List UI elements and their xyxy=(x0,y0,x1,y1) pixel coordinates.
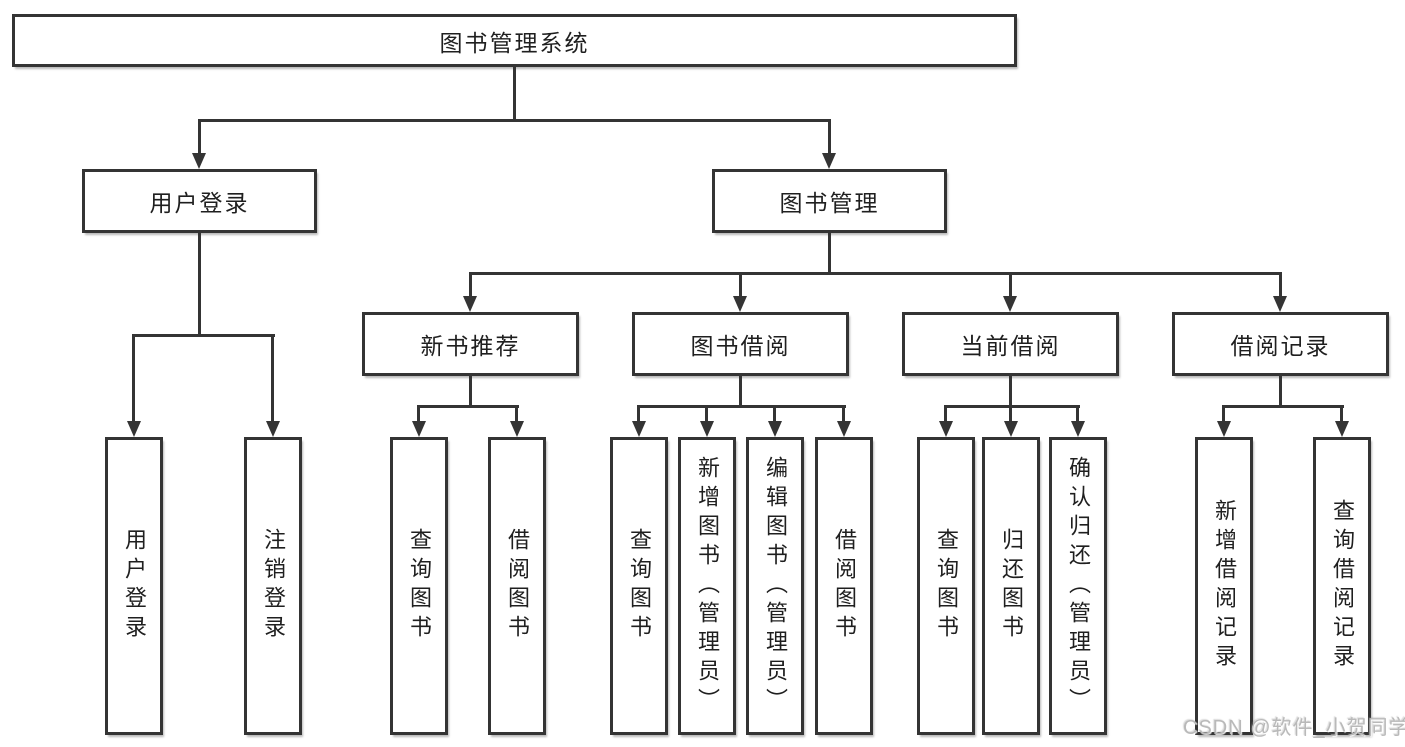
node-label: 新书推荐 xyxy=(420,333,521,359)
connector-drop-leaf xyxy=(417,405,420,423)
connector-drop-leaf xyxy=(705,405,708,423)
leaf-label: 查询图书 xyxy=(627,528,652,644)
connector-currentborrow-stem xyxy=(1009,376,1012,407)
arrowhead-book-borrow xyxy=(733,296,747,312)
connector-drop-book-borrow xyxy=(739,272,742,298)
node-label: 图书管理系统 xyxy=(439,29,590,56)
connector-borrowrecord-stem xyxy=(1279,376,1282,407)
connector-newbook-crossbar xyxy=(418,405,519,408)
node-label: 图书管理 xyxy=(779,190,880,216)
leaf-label: 新增借阅记录 xyxy=(1212,499,1237,673)
csdn-watermark: CSDN @软件_小贺同学 xyxy=(1183,717,1405,739)
arrowhead-user-login xyxy=(192,153,206,169)
connector-drop-new-book xyxy=(469,272,472,298)
arrowhead-leaf xyxy=(1071,421,1085,437)
connector-userlogin-crossbar xyxy=(133,334,275,337)
connector-drop-leaf xyxy=(515,405,518,423)
leaf-label: 确认归还（管理员） xyxy=(1066,455,1091,717)
arrowhead-leaf xyxy=(412,421,426,437)
arrowhead-borrow-record xyxy=(1273,296,1287,312)
connector-bookmgmt-stem xyxy=(828,233,831,274)
arrowhead-new-book xyxy=(463,296,477,312)
leaf-label: 查询借阅记录 xyxy=(1330,499,1355,673)
arrowhead-logout-leaf xyxy=(266,421,280,437)
leaf-label: 查询图书 xyxy=(934,528,959,644)
connector-drop-leaf xyxy=(1222,405,1225,423)
node-user-login: 用户登录 xyxy=(82,169,317,233)
leaf-user-login: 用户登录 xyxy=(105,437,163,735)
leaf-add-borrow-record: 新增借阅记录 xyxy=(1195,437,1253,735)
arrowhead-leaf xyxy=(1004,421,1018,437)
arrowhead-leaf xyxy=(1335,421,1349,437)
node-new-book-recommend: 新书推荐 xyxy=(362,312,579,376)
connector-drop-leaf xyxy=(1340,405,1343,423)
leaf-query-books: 查询图书 xyxy=(917,437,975,735)
leaf-label: 用户登录 xyxy=(122,528,147,644)
leaf-return-books: 归还图书 xyxy=(982,437,1040,735)
connector-drop-leaf xyxy=(773,405,776,423)
node-book-management: 图书管理 xyxy=(712,169,947,233)
connector-drop-user-login xyxy=(198,119,201,157)
leaf-label: 借阅图书 xyxy=(505,528,530,644)
connector-drop-leaf xyxy=(637,405,640,423)
leaf-query-borrow-record: 查询借阅记录 xyxy=(1313,437,1371,735)
leaf-label: 借阅图书 xyxy=(832,528,857,644)
connector-drop-leaf xyxy=(944,405,947,423)
arrowhead-leaf xyxy=(632,421,646,437)
connector-drop-current-borrow xyxy=(1009,272,1012,298)
arrowhead-leaf xyxy=(700,421,714,437)
leaf-borrow-books: 借阅图书 xyxy=(815,437,873,735)
arrowhead-book-management xyxy=(822,153,836,169)
connector-bookborrow-stem xyxy=(739,376,742,407)
leaf-add-books-admin: 新增图书（管理员） xyxy=(678,437,736,735)
connector-userlogin-stem xyxy=(198,233,201,336)
leaf-label: 查询图书 xyxy=(407,528,432,644)
node-library-management-system: 图书管理系统 xyxy=(12,14,1017,67)
connector-bookborrow-crossbar xyxy=(638,405,846,408)
node-label: 当前借阅 xyxy=(960,333,1061,359)
connector-newbook-stem xyxy=(469,376,472,407)
arrowhead-leaf xyxy=(510,421,524,437)
node-label: 借阅记录 xyxy=(1230,333,1331,359)
connector-borrowrecord-crossbar xyxy=(1223,405,1344,408)
node-label: 图书借阅 xyxy=(690,333,791,359)
leaf-confirm-return-admin: 确认归还（管理员） xyxy=(1049,437,1107,735)
connector-drop-leaf xyxy=(1076,405,1079,423)
connector-drop-book-management xyxy=(828,119,831,157)
arrowhead-login-leaf xyxy=(127,421,141,437)
arrowhead-current-borrow xyxy=(1003,296,1017,312)
arrowhead-leaf xyxy=(837,421,851,437)
leaf-query-books: 查询图书 xyxy=(610,437,668,735)
connector-root-crossbar xyxy=(198,119,831,122)
connector-drop-login-leaf xyxy=(132,334,135,423)
connector-currentborrow-crossbar xyxy=(945,405,1080,408)
arrowhead-leaf xyxy=(939,421,953,437)
node-current-borrowing: 当前借阅 xyxy=(902,312,1119,376)
node-borrowing-records: 借阅记录 xyxy=(1172,312,1389,376)
leaf-logout: 注销登录 xyxy=(244,437,302,735)
leaf-label: 注销登录 xyxy=(261,528,286,644)
leaf-edit-books-admin: 编辑图书（管理员） xyxy=(746,437,804,735)
leaf-label: 归还图书 xyxy=(999,528,1024,644)
arrowhead-leaf xyxy=(1217,421,1231,437)
leaf-label: 新增图书（管理员） xyxy=(695,455,720,717)
leaf-query-books: 查询图书 xyxy=(390,437,448,735)
arrowhead-leaf xyxy=(768,421,782,437)
node-book-borrowing: 图书借阅 xyxy=(632,312,849,376)
node-label: 用户登录 xyxy=(149,190,250,216)
connector-drop-borrow-record xyxy=(1279,272,1282,298)
connector-bookmgmt-crossbar xyxy=(469,272,1282,275)
leaf-label: 编辑图书（管理员） xyxy=(763,455,788,717)
leaf-borrow-books: 借阅图书 xyxy=(488,437,546,735)
connector-drop-leaf xyxy=(842,405,845,423)
connector-drop-logout-leaf xyxy=(271,334,274,423)
connector-drop-leaf xyxy=(1009,405,1012,423)
connector-root-stem xyxy=(513,67,516,121)
